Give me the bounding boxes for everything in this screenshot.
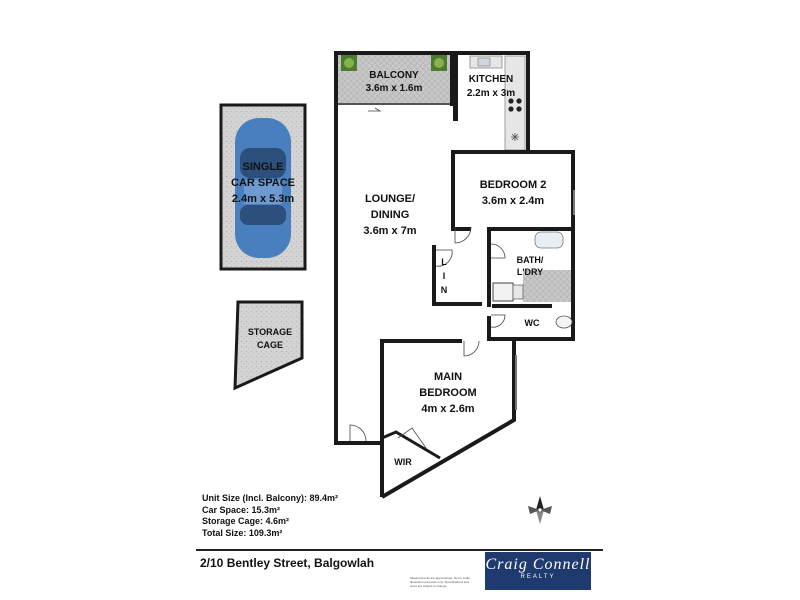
balcony-dims: 3.6m x 1.6m <box>366 83 423 94</box>
storage-size: Storage Cage: 4.6m² <box>202 516 290 526</box>
balcony-label: BALCONY <box>369 70 419 81</box>
storage-label: STORAGE <box>248 327 292 337</box>
kitchen-area <box>453 51 530 151</box>
car-label-2: CAR SPACE <box>231 177 295 189</box>
car-icon <box>235 118 291 258</box>
bath-fixtures <box>492 231 573 329</box>
walls <box>334 104 575 497</box>
bedroom2-dims: 3.6m x 2.4m <box>482 195 545 207</box>
lounge-label: LOUNGE/ <box>365 193 415 205</box>
agency-logo: Craig Connell REALTY <box>485 552 591 590</box>
cooktop-icon <box>508 98 522 112</box>
address: 2/10 Bentley Street, Balgowlah <box>200 556 375 570</box>
laundry-label: L'DRY <box>517 267 543 277</box>
storage-label-2: CAGE <box>257 340 283 350</box>
storage-cage <box>233 300 304 391</box>
divider <box>196 549 603 551</box>
kitchen-label: KITCHEN <box>469 74 513 85</box>
main-bedroom-label: MAIN <box>434 371 462 383</box>
lin-label-n: N <box>441 285 448 295</box>
car-space <box>219 103 307 271</box>
balcony-area <box>334 51 454 106</box>
door-entry <box>349 424 367 442</box>
compass-icon <box>528 496 552 524</box>
total-size: Total Size: 109.3m² <box>202 527 283 538</box>
lin-label-i: I <box>443 271 446 281</box>
main-bedroom-dims: 4m x 2.6m <box>421 403 474 415</box>
wir-wall <box>381 430 441 460</box>
area-summary: Unit Size (Incl. Balcony): 89.4m² Car Sp… <box>202 493 338 539</box>
dining-label: DINING <box>371 209 410 221</box>
fan-icon <box>511 133 519 141</box>
basin-icon <box>534 231 564 249</box>
toilet-icon <box>555 315 573 329</box>
car-space-size: Car Space: 15.3m² <box>202 504 281 515</box>
logo-name: Craig Connell <box>485 556 591 573</box>
car-label: SINGLE <box>243 161 284 173</box>
laundry-tub-icon <box>492 282 514 302</box>
wc-label: WC <box>525 318 540 328</box>
kitchen-dims: 2.2m x 3m <box>467 88 515 99</box>
disclaimer: Measurements are approximate. Not to sca… <box>410 576 471 588</box>
bath-label: BATH/ <box>517 255 544 265</box>
main-bedroom-label-2: BEDROOM <box>419 387 476 399</box>
lounge-dims: 3.6m x 7m <box>363 225 416 237</box>
bedroom2-label: BEDROOM 2 <box>480 179 547 191</box>
wir-label: WIR <box>394 457 412 467</box>
logo-sub: REALTY <box>520 574 556 580</box>
unit-size: Unit Size (Incl. Balcony): 89.4m² <box>202 493 339 503</box>
sink-icon <box>477 57 491 67</box>
lin-label-l: L <box>441 257 447 267</box>
car-dims: 2.4m x 5.3m <box>232 193 295 205</box>
